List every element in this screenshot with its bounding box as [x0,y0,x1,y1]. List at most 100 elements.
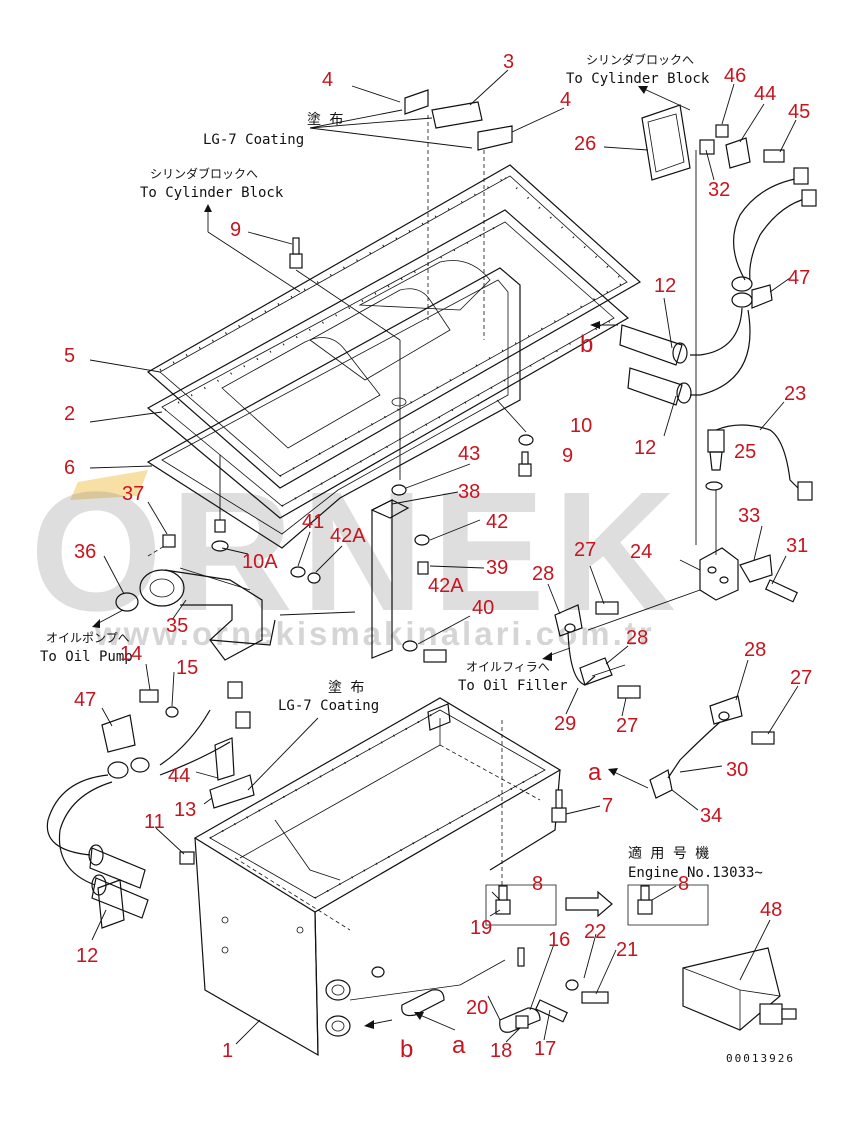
callout-25: 25 [734,441,756,463]
suction-tube-35 [139,567,276,661]
callout-32: 32 [708,179,730,201]
note-coating-jp: 塗 布 [307,111,343,128]
callout-34: 34 [700,805,722,827]
callout-6: 6 [64,457,75,479]
note-cyl-block-left-jp: シリンダブロックへ [150,166,258,181]
callout-14: 14 [120,643,142,665]
bolt-9-top [289,237,401,480]
o-ring-36 [115,592,139,612]
callout-29: 29 [554,713,576,735]
wire-harness [619,167,817,406]
note-coating-en: LG-7 Coating [203,132,304,148]
watermark-logo-accent [70,470,148,500]
bolt-40 [423,649,447,663]
callout-33: 33 [738,505,760,527]
callout-numbers: 4 3 4 46 44 45 26 32 9 47 12 5 2 6 10 9 … [64,51,812,1062]
watermark-logo: ORNEK [30,457,684,647]
watermark-url: www.ornekismakinalari.com.tr [94,615,655,652]
callout-45: 45 [788,101,810,123]
callout-28: 28 [532,563,554,585]
letter-a-right: a [588,759,602,786]
callout-22: 22 [584,921,606,943]
tube-30 [667,721,721,779]
callout-10: 10 [570,415,592,437]
bolt-27-c [751,731,775,745]
bolt-9-right-shank [521,451,529,465]
drawing-number: 00013926 [726,1052,795,1065]
note-oil-filler-en: To Oil Filler [458,678,568,694]
b-arrow-bottom [371,1019,393,1025]
cyl-block-arrowhead-left [204,204,212,212]
plate-2 [146,209,630,519]
plate-hole [391,397,407,407]
bolt-37-axis [147,544,167,557]
leader-lines [89,69,799,1045]
note-cyl-block-left-en: To Cylinder Block [140,185,284,201]
bolt-27-a [595,601,619,615]
callout-27: 27 [574,539,596,561]
fitting-28-a-port [564,623,576,633]
callout-35: 35 [166,615,188,637]
bolt-37 [162,534,176,548]
callout-17: 17 [534,1038,556,1060]
callout-12: 12 [654,275,676,297]
callout-23: 23 [784,383,806,405]
callout-42: 42 [486,511,508,533]
filler-leader-a [587,589,701,631]
note-applicable-jp: 適 用 号 機 [628,845,709,862]
callout-11: 11 [144,811,165,833]
callout-12: 12 [76,945,98,967]
callout-42A: 42A [428,575,464,597]
a-arrowhead-bottom [414,1012,424,1020]
callout-5: 5 [64,345,75,367]
bolt-11 [179,851,195,865]
callout-27: 27 [616,715,638,737]
coating-arrow-lower [247,717,319,791]
callout-40: 40 [472,597,494,619]
oil-filler-arrowhead [542,652,552,661]
letter-a-bottom: a [452,1032,466,1059]
bracket-33 [739,554,773,583]
b-arrowhead-bottom [364,1020,374,1029]
elbow-34 [649,769,673,799]
callout-3: 3 [503,51,514,73]
oil-pump-arrowhead [92,619,100,628]
callout-15: 15 [176,657,198,679]
callout-39: 39 [486,557,508,579]
bolt-9-right-head [518,463,532,477]
bolt-9-right-axis [496,399,527,433]
callout-1: 1 [222,1040,233,1062]
callout-44: 44 [168,765,190,787]
left-harness [46,681,255,929]
callout-48: 48 [760,899,782,921]
note-cyl-block-top-jp: シリンダブロックへ [586,52,694,67]
callout-13: 13 [174,799,196,821]
callout-31: 31 [786,535,808,557]
plate-opening-left [221,337,381,449]
callout-19: 19 [470,917,492,939]
fitting-28-c-port [718,711,730,721]
callout-28: 28 [744,639,766,661]
callout-10A: 10A [242,551,278,573]
fitting-28-c [709,695,743,725]
oil-pan-1 [193,697,562,1057]
note-coating2-jp: 塗 布 [328,679,364,696]
washer-42 [414,534,430,546]
tool-48 [682,947,797,1031]
fitting-28-a [554,604,583,637]
callout-16: 16 [548,929,570,951]
gasket-6 [146,267,521,549]
washer-10 [518,434,534,446]
cyl-block-arrow-top [641,87,691,111]
oil-pan-bolt-holes [209,709,546,899]
callout-42A: 42A [330,525,366,547]
callout-30: 30 [726,759,748,781]
bolt-7 [551,807,567,823]
callout-37: 37 [122,483,144,505]
callout-8: 8 [678,873,689,895]
bracket-38 [370,499,410,659]
bolt-10A [214,519,226,533]
note-cyl-block-top-en: To Cylinder Block [566,71,710,87]
